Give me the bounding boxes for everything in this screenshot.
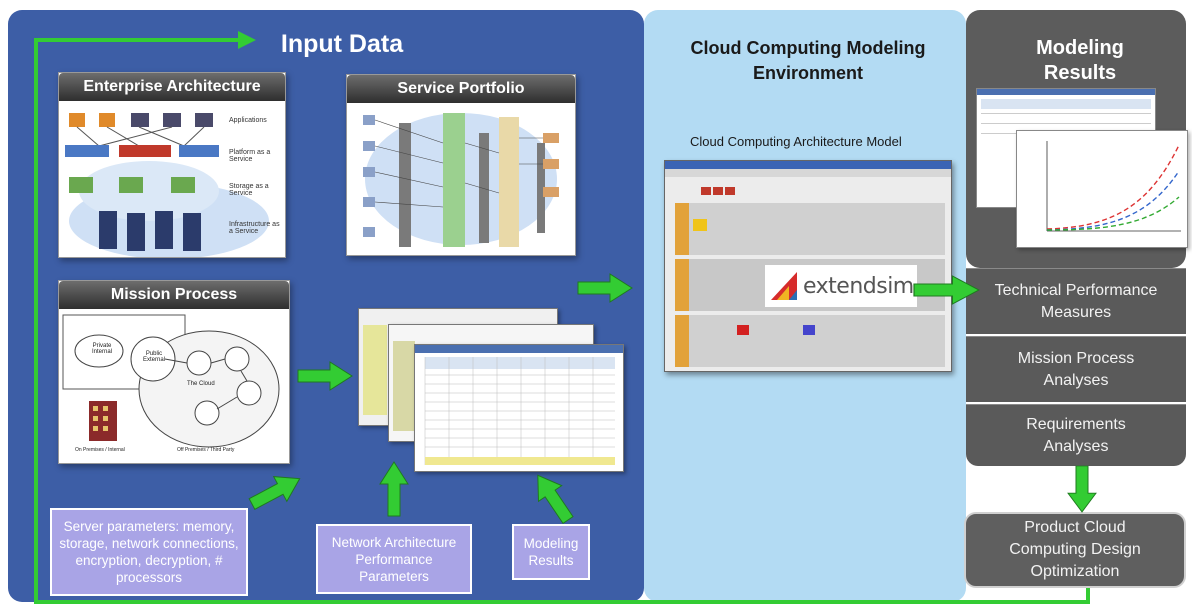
- mission-process-title: Mission Process: [59, 281, 289, 309]
- extendsim-logo-text: extendsim: [803, 273, 914, 299]
- mission-label-private: Private Internal: [91, 343, 112, 355]
- model-red-block: [737, 325, 749, 335]
- extendsim-logo: extendsim: [765, 265, 917, 307]
- network-params-arrow: [379, 461, 409, 517]
- modeling-results-arrow: [525, 466, 581, 529]
- enterprise-architecture-card: Enterprise Architecture Applications Pla…: [58, 72, 286, 258]
- mission-label-public: Public External: [142, 351, 165, 363]
- model-blue-block: [803, 325, 815, 335]
- service-portfolio-diagram: [363, 113, 559, 247]
- spreadsheet-to-model-arrow: [577, 273, 633, 303]
- model-to-results-arrow: [913, 275, 980, 305]
- results-chart-image: [1016, 130, 1188, 248]
- results-chart-plot: [1046, 141, 1181, 232]
- mission-label-off-premises: Off Premises / Third Party: [177, 447, 235, 453]
- modeling-results-input-box: Modeling Results: [512, 524, 590, 580]
- server-params-arrow: [244, 465, 307, 517]
- extendsim-logo-icon: [771, 272, 797, 300]
- architecture-model-label: Cloud Computing Architecture Model: [690, 134, 902, 149]
- design-optimization-box: Product Cloud Computing Design Optimizat…: [964, 512, 1186, 588]
- layer-label-applications: Applications: [229, 117, 267, 124]
- network-architecture-box: Network Architecture Performance Paramet…: [316, 524, 472, 594]
- layer-label-platform: Platform as a Service: [229, 149, 271, 163]
- service-portfolio-card: Service Portfolio: [346, 74, 576, 256]
- modeling-results-title: Modeling Results: [1036, 37, 1124, 84]
- model-row-3: [675, 315, 945, 367]
- feedback-arrowhead: [238, 31, 256, 49]
- feedback-loop-left: [34, 38, 38, 604]
- model-yellow-block: [693, 219, 707, 231]
- requirements-to-optimization-arrow: [1067, 465, 1097, 513]
- feedback-loop-bottom: [34, 600, 1090, 604]
- feedback-loop-right: [1086, 588, 1090, 604]
- technical-performance-box: Technical Performance Measures: [966, 268, 1186, 334]
- spreadsheet-grid: [415, 345, 623, 465]
- model-row-1: [675, 203, 945, 255]
- input-data-title: Input Data: [280, 30, 404, 58]
- layer-label-infrastructure: Infrastructure as a Service: [229, 221, 280, 235]
- enterprise-architecture-diagram: [65, 113, 269, 257]
- server-parameters-box: Server parameters: memory, storage, netw…: [50, 508, 248, 596]
- model-toolbar-red-1: [701, 187, 711, 195]
- mission-label-cloud: The Cloud: [187, 381, 215, 387]
- mission-process-diagram: [62, 314, 280, 448]
- spreadsheet-front: [414, 344, 624, 472]
- mission-label-on-premises: On Premises / Internal: [75, 447, 125, 453]
- architecture-model-screenshot: extendsim: [664, 160, 952, 372]
- model-toolbar-red-2: [713, 187, 723, 195]
- service-portfolio-title: Service Portfolio: [347, 75, 575, 103]
- layer-label-storage: Storage as a Service: [229, 183, 269, 197]
- mission-to-spreadsheet-arrow: [297, 361, 353, 391]
- modeling-environment-title: Cloud Computing Modeling Environment: [690, 38, 926, 83]
- model-toolbar-red-3: [725, 187, 735, 195]
- mission-process-analyses-box: Mission Process Analyses: [966, 336, 1186, 402]
- feedback-loop-top: [34, 38, 244, 42]
- requirements-analyses-box: Requirements Analyses: [966, 404, 1186, 466]
- enterprise-architecture-title: Enterprise Architecture: [59, 73, 285, 101]
- mission-process-card: Mission Process Private Internal Public …: [58, 280, 290, 464]
